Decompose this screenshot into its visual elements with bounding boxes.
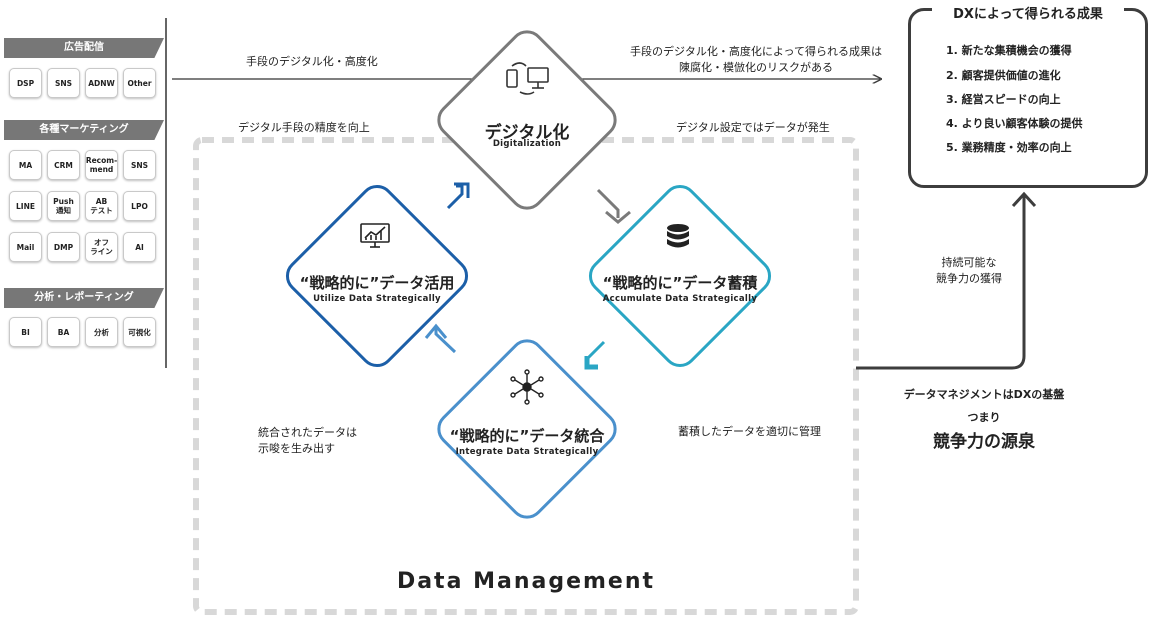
quadrant-left-title: “戦略的に”データ活用 [299,274,455,292]
chart-monitor-icon [360,223,390,248]
tag-bi: BI [9,317,42,347]
cycle-arrow-bottom-left-head [424,323,448,339]
results-item-4: 4. より良い顧客体験の提供 [946,117,1083,130]
diamond-left [285,184,469,368]
quadrant-bottom-title: “戦略的に”データ統合 [449,427,605,445]
results-item-3: 3. 経営スピードの向上 [946,93,1061,106]
foundation-line1: データマネジメントはDXの基盤 [903,388,1065,401]
quadrant-bottom-subtitle: Integrate Data Strategically [455,447,599,457]
database-icon [667,224,689,248]
diamond-right [588,184,772,368]
network-icon [510,369,544,405]
monitor-sync-icon [506,62,549,95]
category-analytics: 分析・レポーティング [4,288,164,308]
foundation-line3: 競争力の源泉 [933,432,1035,452]
tag-line: LINE [9,191,42,221]
quadrant-top-title: デジタル化 [484,123,570,143]
tag-dsp: DSP [9,68,42,98]
tag-visualization: 可視化 [123,317,156,347]
results-title: DXによって得られる成果 [932,4,1124,26]
label-data-generated: デジタル設定ではデータが発生 [676,121,830,134]
tag-sns: SNS [47,68,80,98]
label-suggestions: 統合されたデータは 示唆を生み出す [258,426,357,455]
cycle-arrow-top-right-head [605,210,631,224]
category-marketing: 各種マーケティング [4,120,164,140]
tag-crm: CRM [47,150,80,180]
quadrant-right-subtitle: Accumulate Data Strategically [602,294,758,304]
results-item-5: 5. 業務精度・効率の向上 [946,141,1072,154]
cycle-arrow-right-bottom-head [584,356,598,370]
tag-ab-test: AB テスト [85,191,118,221]
diamond-bottom [437,339,617,519]
cycle-arrow-bottom-left [434,328,457,354]
label-precision: デジタル手段の精度を向上 [238,121,370,134]
tag-analysis: 分析 [85,317,118,347]
cycle-arrow-top-right [596,188,620,218]
top-arrow-left-label: 手段のデジタル化・高度化 [246,55,378,68]
tag-dmp: DMP [47,232,80,262]
tag-adnw: ADNW [85,68,118,98]
quadrant-right-title: “戦略的に”データ蓄積 [602,274,758,292]
tag-offline: オフ ライン [85,232,118,262]
tag-ba: BA [47,317,80,347]
foundation-line2: つまり [967,411,1001,424]
results-item-1: 1. 新たな集積機会の獲得 [946,44,1072,57]
cycle-arrow-left-top [446,184,464,210]
results-box [908,8,1148,188]
quadrant-top-subtitle: Digitalization [492,139,562,149]
tag-ai: AI [123,232,156,262]
data-management-title: Data Management [396,569,656,594]
tag-lpo: LPO [123,191,156,221]
tag-mail: Mail [9,232,42,262]
category-ad-delivery: 広告配信 [4,38,164,58]
tag-recommend: Recom- mend [85,150,118,180]
tag-sns-2: SNS [123,150,156,180]
results-item-2: 2. 顧客提供価値の進化 [946,69,1061,82]
cycle-arrow-left-top-head [454,182,470,198]
top-arrow-right-label: 手段のデジタル化・高度化によって得られる成果は 陳腐化・模倣化のリスクがある [630,45,882,74]
cycle-arrow-right-bottom [586,340,606,368]
tag-other: Other [123,68,156,98]
sustainable-label: 持続可能な 競争力の獲得 [936,256,1002,285]
tag-ma: MA [9,150,42,180]
diamond-top [437,30,617,210]
results-arrow-head [1011,191,1037,208]
quadrant-left-subtitle: Utilize Data Strategically [313,294,441,304]
results-arrow [856,196,1026,370]
label-accumulate-manage: 蓄積したデータを適切に管理 [678,425,821,438]
tag-push: Push 通知 [47,191,80,221]
